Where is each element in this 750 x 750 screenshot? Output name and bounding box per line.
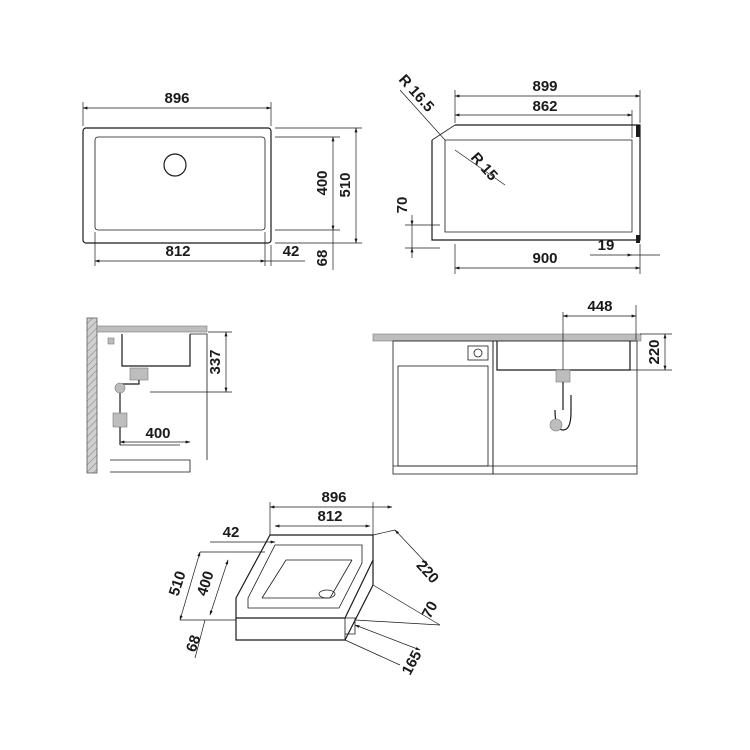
dim-height: 70 [394, 197, 411, 214]
dim-iso-bowl-depth: 400 [194, 569, 218, 598]
label-radius-outer: R 16.5 [395, 71, 437, 115]
dim-bowl-depth: 400 [314, 170, 331, 195]
iso-view: 896 812 42 510 400 68 220 70 165 [166, 489, 442, 678]
dim-iso-height: 220 [413, 557, 442, 587]
dim-rim-depth: 68 [314, 250, 331, 267]
dim-iso-overall-depth: 510 [166, 569, 190, 598]
dim-bowl-width: 812 [165, 243, 190, 260]
dim-outer-width: 899 [532, 78, 557, 95]
front-section: 448 220 [372, 298, 672, 475]
bowl-outline [94, 136, 266, 231]
dim-iso-bowl-width: 812 [317, 508, 342, 525]
dim-overall-width: 896 [164, 90, 189, 107]
label-radius-inner: R 15 [467, 149, 501, 184]
dim-iso-overall-width: 896 [321, 489, 346, 506]
top-view: 896 812 42 400 510 68 [82, 90, 362, 270]
cabinet-plan: R 16.5 R 15 899 862 900 19 70 [394, 71, 660, 274]
dim-iso-base: 165 [399, 648, 426, 678]
dim-iso-edge: 70 [419, 599, 442, 622]
dim-inner-width: 862 [532, 98, 557, 115]
dim-iso-rim-width: 42 [223, 524, 240, 541]
dim-rim-width: 42 [283, 243, 300, 260]
drain-hole [163, 153, 187, 177]
dim-side-drain-offset: 400 [145, 425, 170, 442]
dim-offset: 19 [598, 237, 615, 254]
dim-front-drain-offset: 448 [587, 298, 612, 315]
side-section: 337 400 [86, 317, 232, 474]
dim-overall-depth: 510 [337, 172, 354, 197]
sink-outline [82, 127, 272, 244]
dim-side-bowl-depth: 337 [207, 349, 224, 374]
dim-iso-rim-depth: 68 [183, 633, 204, 654]
dim-front-depth: 220 [646, 339, 663, 364]
dim-cabinet-width: 900 [532, 250, 557, 267]
